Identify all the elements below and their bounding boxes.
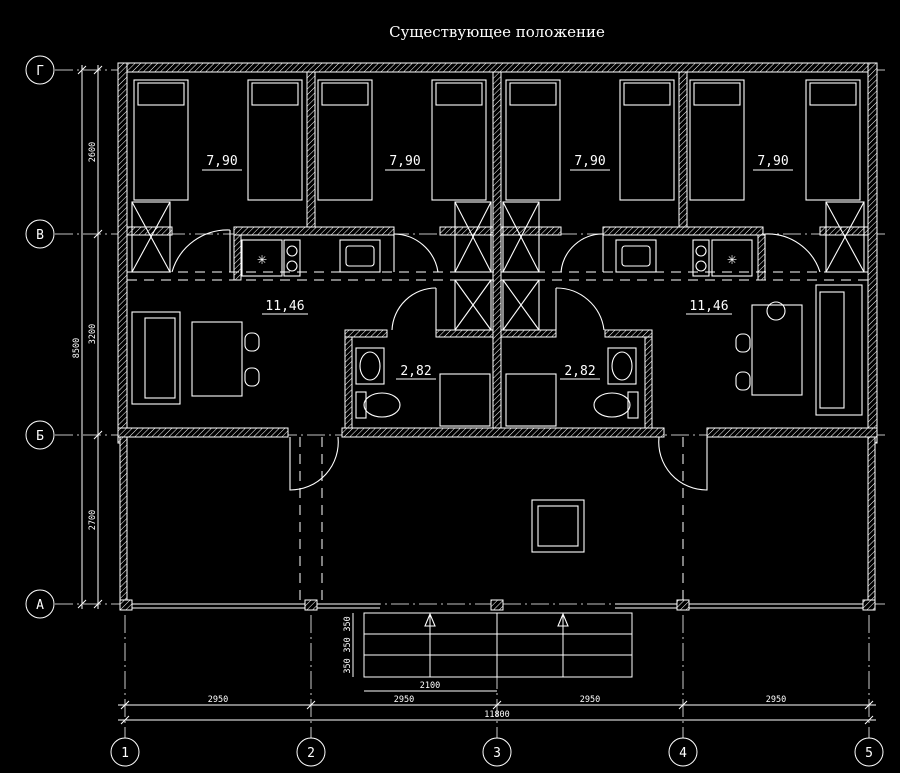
bathroom-fixtures <box>355 347 639 427</box>
entrance-stairs: 350 350 350 2100 <box>343 612 633 692</box>
drawing-title: Существующее положение <box>389 23 605 41</box>
interior-walls <box>126 71 869 429</box>
area-living-left: 11,46 <box>265 299 304 314</box>
axis-bubble-1 <box>110 737 140 767</box>
axis-bubble-a <box>25 589 55 619</box>
dim-bay-2: 2950 <box>394 695 414 705</box>
dim-2700: 2700 <box>88 510 98 530</box>
area-bath-left: 2,82 <box>400 364 431 379</box>
area-bath-right: 2,82 <box>564 364 595 379</box>
axis-bubble-g <box>25 55 55 85</box>
dim-step-2: 350 <box>343 637 353 652</box>
dim-total: 11800 <box>484 710 510 720</box>
dim-bay-4: 2950 <box>766 695 786 705</box>
axis-label-a: А <box>36 598 44 613</box>
overhead-dashed-lines <box>127 271 868 604</box>
axis-bubble-4 <box>668 737 698 767</box>
dim-bay-3: 2950 <box>580 695 600 705</box>
dim-8500: 8500 <box>72 338 82 358</box>
living-furniture <box>131 284 863 416</box>
axis-bubble-5 <box>854 737 884 767</box>
row-axis-markers: Г В Б А <box>25 55 55 619</box>
bottom-dimension-chain: 2950 2950 2950 2950 11800 <box>118 695 876 725</box>
dim-3200: 3200 <box>88 324 98 344</box>
doors <box>171 229 821 491</box>
left-dimension-chain: 2600 8500 3200 2700 <box>72 65 103 609</box>
beds <box>133 79 861 201</box>
wardrobes <box>131 201 865 331</box>
dim-2600: 2600 <box>88 142 98 162</box>
room-labels: 7,90 7,90 7,90 7,90 11,46 11,46 2,82 2,8… <box>202 154 793 380</box>
axis-label-b: Б <box>36 429 44 444</box>
dim-bay-1: 2950 <box>208 695 228 705</box>
column-axis-markers: 1 2 3 4 5 <box>110 737 884 767</box>
stove-icon: ✳ <box>257 249 267 268</box>
axis-bubble-v <box>25 219 55 249</box>
axis-bubble-b <box>25 420 55 450</box>
area-living-right: 11,46 <box>689 299 728 314</box>
axis-label-2: 2 <box>307 746 315 761</box>
axis-bubble-3 <box>482 737 512 767</box>
area-bedroom-1: 7,90 <box>206 154 237 169</box>
roof-hatch <box>531 499 585 553</box>
axis-label-4: 4 <box>679 746 687 761</box>
area-bedroom-2: 7,90 <box>389 154 420 169</box>
axis-bubble-2 <box>296 737 326 767</box>
axis-label-3: 3 <box>493 746 501 761</box>
axis-label-5: 5 <box>865 746 873 761</box>
area-bedroom-3: 7,90 <box>574 154 605 169</box>
dim-step-1: 350 <box>343 616 353 631</box>
area-bedroom-4: 7,90 <box>757 154 788 169</box>
axis-label-g: Г <box>36 64 44 79</box>
axis-label-1: 1 <box>121 746 129 761</box>
dim-stairs-width: 2100 <box>420 681 440 691</box>
stove-icon-right: ✳ <box>727 249 737 268</box>
kitchen-units: ✳ ✳ <box>241 239 753 277</box>
axis-label-v: В <box>36 228 44 243</box>
dim-step-3: 350 <box>343 658 353 673</box>
